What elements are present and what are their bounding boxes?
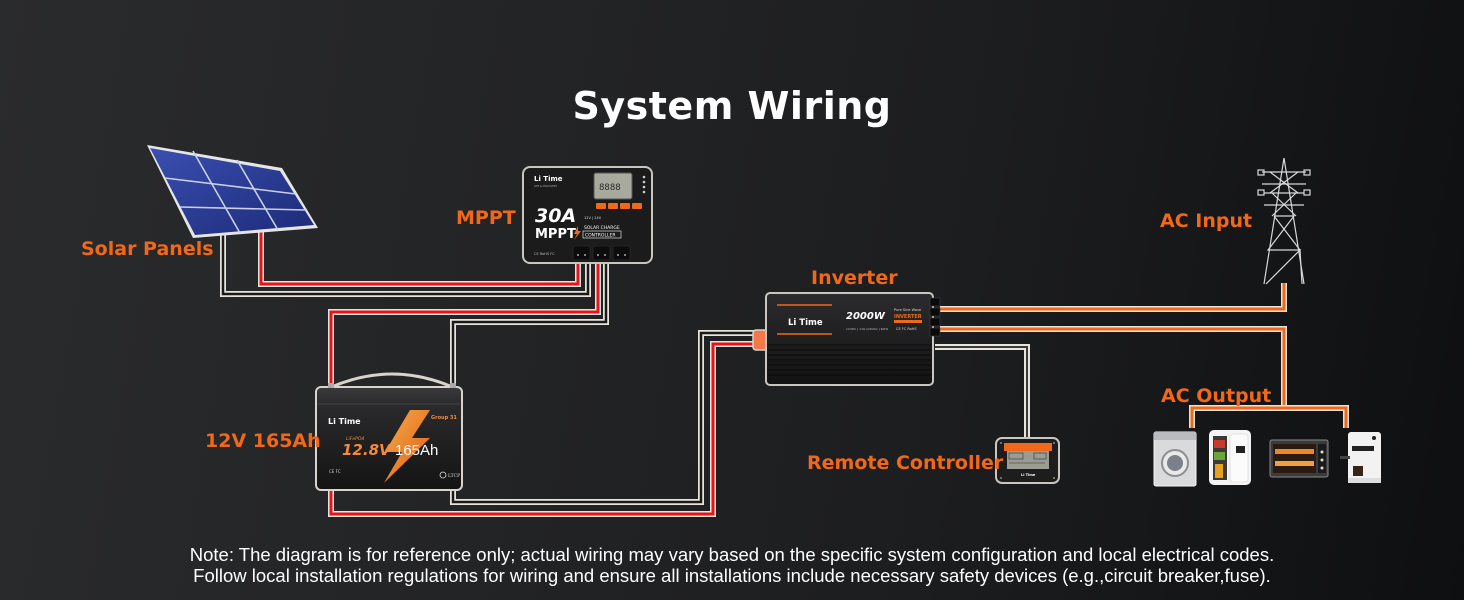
label-mppt: MPPT bbox=[456, 207, 516, 229]
mppt-rating: 30A bbox=[535, 205, 576, 227]
mppt-voltage: 12V | 24V bbox=[584, 216, 602, 220]
wire-mppt-battery-positive bbox=[328, 262, 601, 386]
note-line-2: Follow local installation regulations fo… bbox=[193, 565, 1271, 586]
label-solar-panels: Solar Panels bbox=[81, 238, 214, 260]
mppt-brand-sub: LIFE & DISCOVERY bbox=[534, 184, 557, 188]
mppt-controller: Li Time LIFE & DISCOVERY 8888 30A MPPT 1… bbox=[522, 166, 653, 264]
battery-capacity: 165Ah bbox=[395, 442, 438, 459]
inverter-certs: CE FC RoHS bbox=[896, 327, 917, 331]
wire-ac-input bbox=[940, 283, 1287, 312]
mppt-desc-1: SOLAR CHARGE bbox=[584, 225, 620, 231]
battery-bolt-icon bbox=[384, 410, 430, 483]
mppt-bolt-icon bbox=[574, 226, 581, 240]
battery-brand: Li Time bbox=[328, 417, 361, 426]
battery-badge-right: Group 31 bbox=[431, 415, 457, 421]
wire-solar-positive bbox=[258, 229, 581, 287]
label-ac-input: AC Input bbox=[1160, 210, 1253, 232]
wire-battery-inverter-positive bbox=[328, 341, 755, 517]
mppt-type: MPPT bbox=[535, 227, 576, 242]
inverter-wave: Pure Sine Wave bbox=[894, 308, 921, 312]
wire-battery-inverter-negative bbox=[450, 330, 755, 505]
mppt-certs: CE RoHS FC bbox=[534, 252, 555, 256]
inverter-power: 2000W bbox=[846, 311, 886, 322]
mppt-brand: Li Time bbox=[534, 175, 563, 183]
mini-fridge-icon bbox=[1209, 430, 1251, 485]
battery-certs: CE FC bbox=[329, 469, 341, 474]
note-line-1: Note: The diagram is for reference only;… bbox=[189, 544, 1275, 565]
wire-mppt-battery-negative bbox=[450, 262, 609, 386]
espresso-machine-icon bbox=[1340, 432, 1381, 483]
remote-brand: Li Time bbox=[1021, 473, 1036, 477]
inverter-specs: 12VDC | 110-120VAC | 60Hz bbox=[846, 327, 889, 331]
wire-ac-output bbox=[940, 326, 1349, 428]
battery-ltcp: LTCP bbox=[448, 473, 460, 479]
label-inverter: Inverter bbox=[811, 267, 898, 289]
wire-solar-negative bbox=[220, 232, 591, 297]
inverter-type: INVERTER bbox=[894, 314, 922, 320]
page-title: System Wiring bbox=[572, 84, 892, 128]
battery: Li Time Smart Group 31 LiFePO4 12.8V 165… bbox=[315, 383, 463, 491]
mppt-lcd: 8888 bbox=[599, 183, 621, 193]
transmission-tower-icon bbox=[1257, 157, 1311, 285]
battery-chemistry: LiFePO4 bbox=[346, 436, 364, 442]
label-ac-output: AC Output bbox=[1161, 385, 1272, 407]
battery-handle bbox=[333, 372, 451, 388]
label-remote-controller: Remote Controller bbox=[807, 452, 1004, 474]
inverter: Li Time 2000W Pure Sine Wave INVERTER 12… bbox=[765, 292, 941, 386]
wire-remote bbox=[935, 344, 1030, 438]
solar-panel bbox=[147, 145, 318, 238]
mppt-desc-2: CONTROLLER bbox=[585, 233, 615, 239]
inverter-brand: Li Time bbox=[788, 318, 823, 328]
battery-voltage: 12.8V bbox=[342, 441, 392, 459]
battery-badge-left: Smart bbox=[406, 415, 424, 421]
label-battery: 12V 165Ah bbox=[205, 430, 321, 452]
washing-machine-icon bbox=[1153, 431, 1197, 487]
remote-controller: Li Time bbox=[995, 437, 1060, 484]
toaster-oven-icon bbox=[1269, 439, 1329, 478]
disclaimer-note: Note: The diagram is for reference only;… bbox=[0, 544, 1464, 586]
